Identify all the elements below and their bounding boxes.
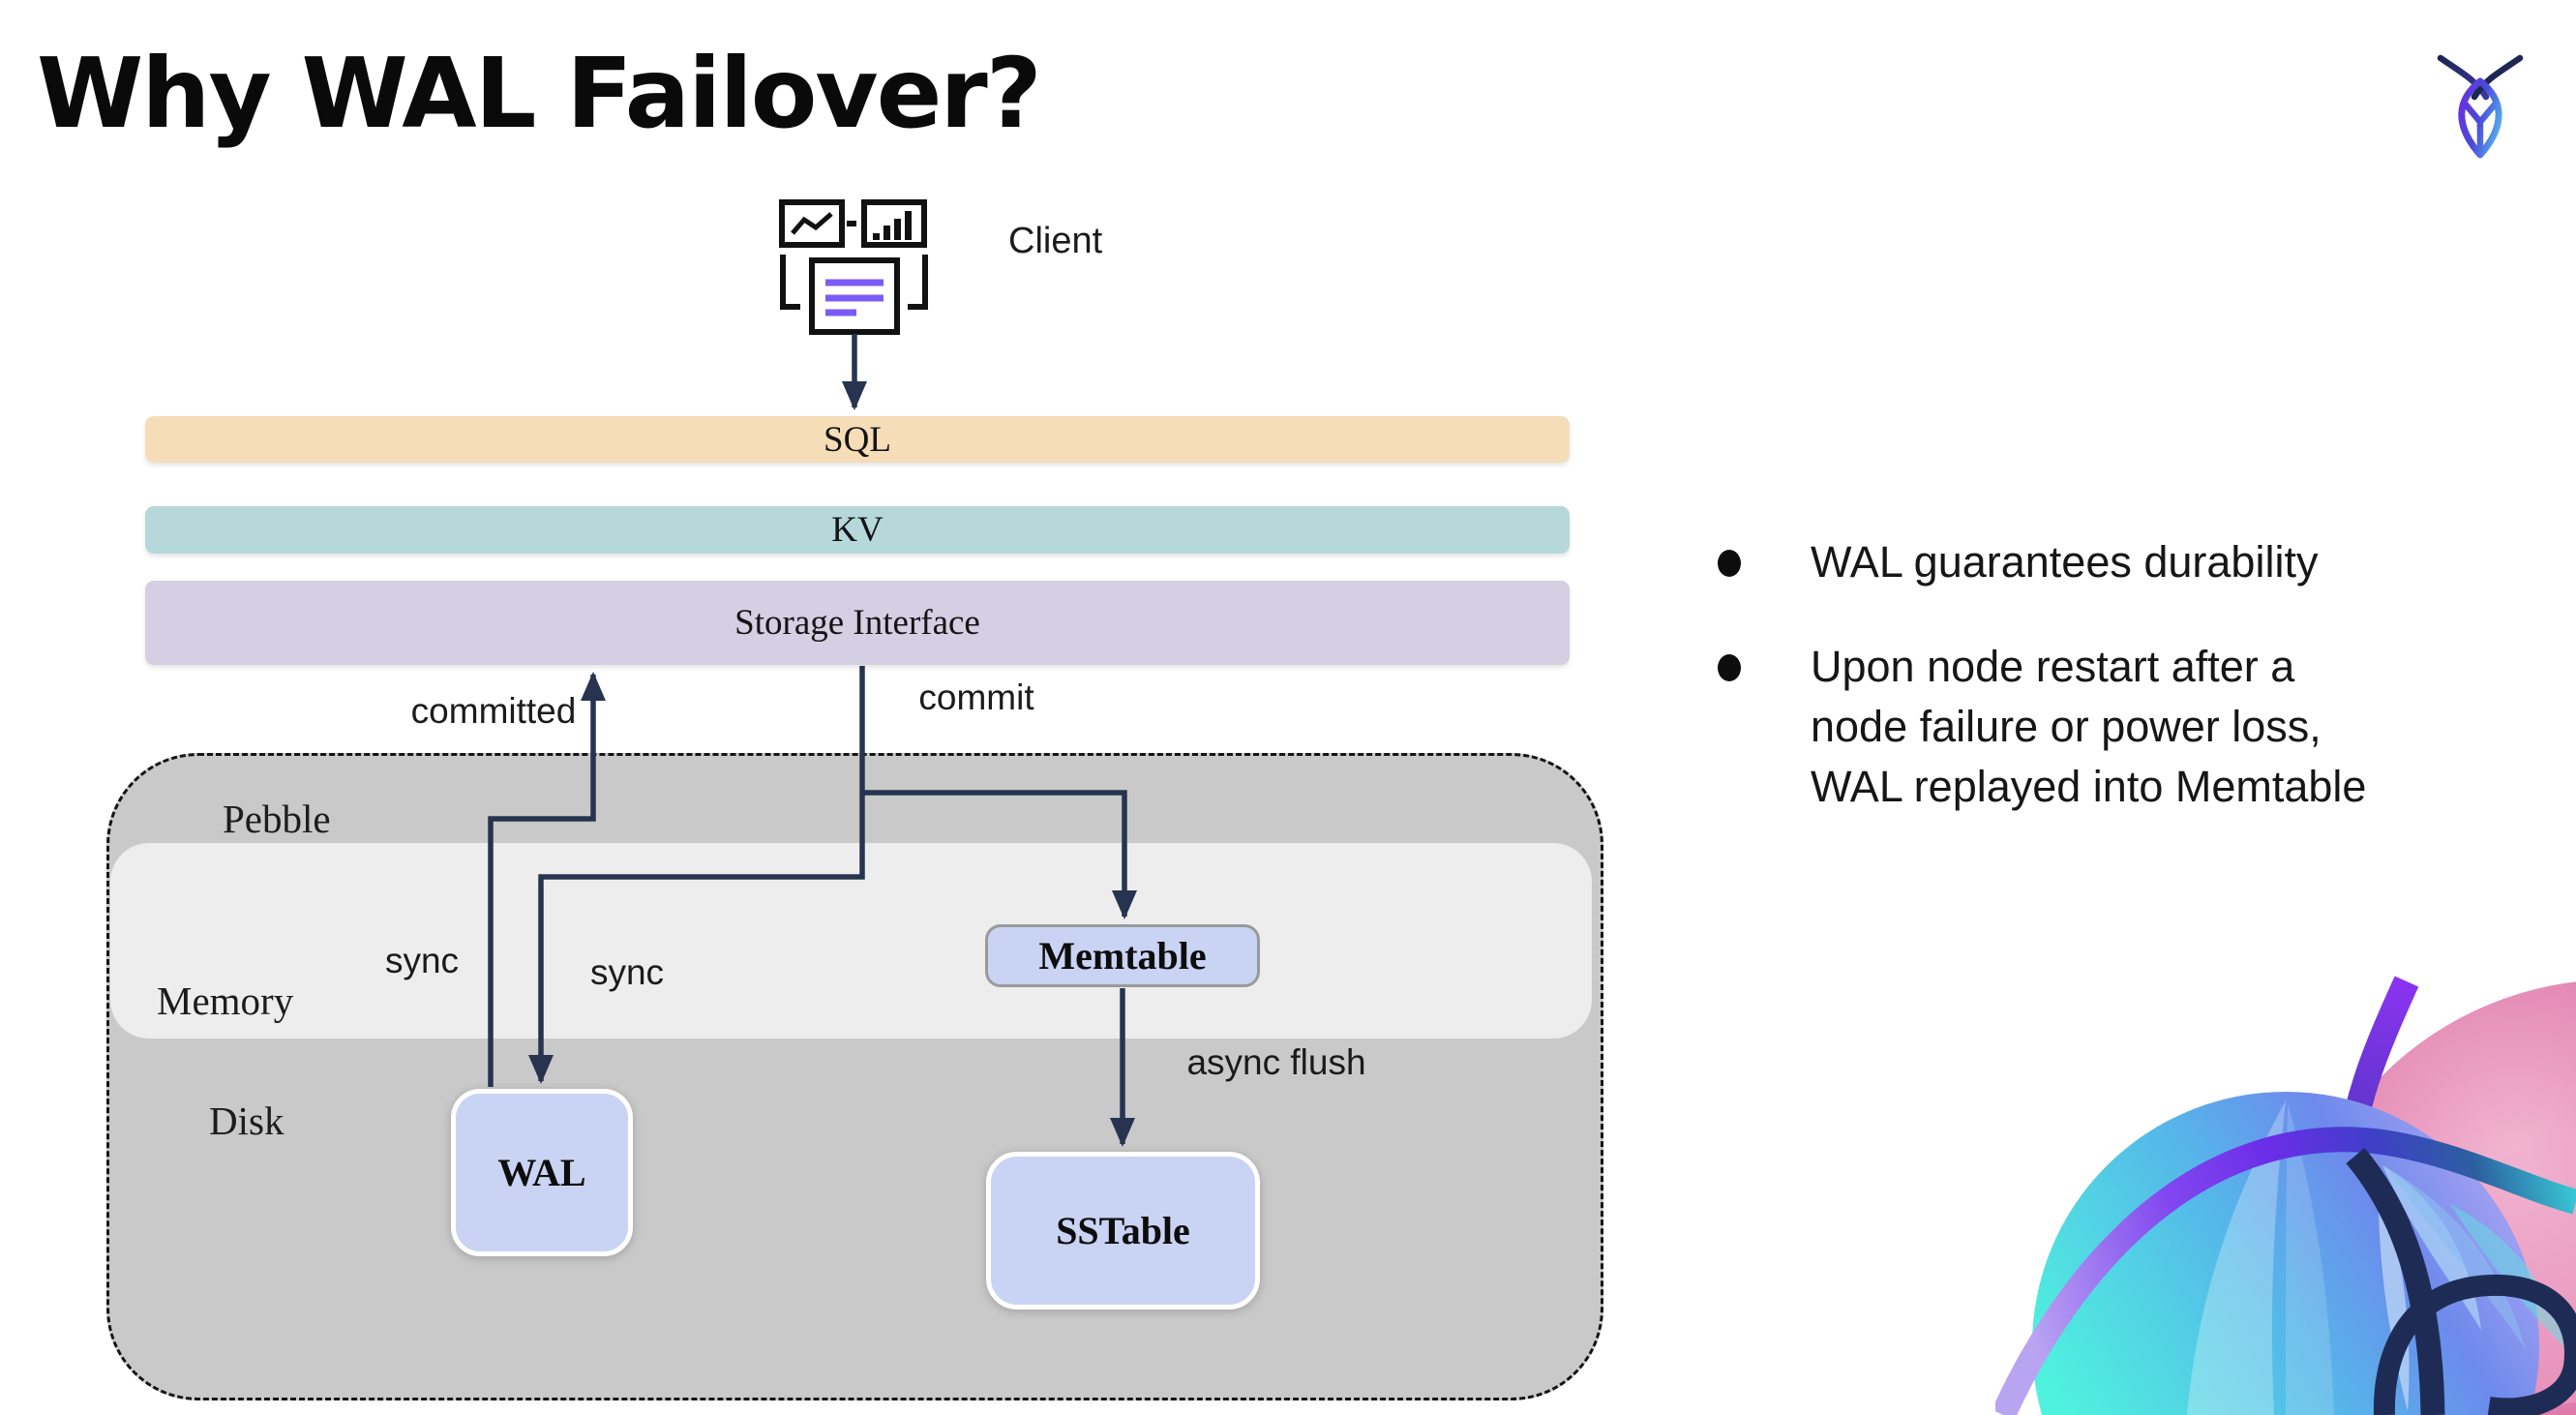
edge-label-committed: committed (410, 691, 577, 731)
node-memtable: Memtable (985, 924, 1260, 987)
edge-label-commit: commit (918, 677, 1034, 717)
layer-bar-storage-interface: Storage Interface (145, 581, 1570, 665)
memory-band (110, 843, 1592, 1039)
node-wal: WAL (451, 1089, 633, 1256)
disk-label: Disk (209, 1099, 285, 1143)
cockroachdb-logo-icon (2437, 54, 2524, 159)
node-sstable: SSTable (986, 1152, 1260, 1310)
node-memtable-label: Memtable (1038, 934, 1207, 978)
purple-ring-arc (1995, 1127, 2576, 1415)
bullet-item: WAL guarantees durability (1689, 532, 2540, 592)
memory-label: Memory (157, 978, 294, 1023)
corner-brand-art (1995, 976, 2576, 1415)
edge-label-async-flush: async flush (1186, 1042, 1366, 1082)
navy-curve-leg (2346, 1148, 2445, 1415)
edge-label-sync-left: sync (384, 941, 460, 980)
client-devices-icon (779, 199, 928, 335)
navy-loop (2373, 1274, 2576, 1415)
line-chart-icon (779, 199, 845, 248)
leaf-petal-2 (2388, 1169, 2526, 1349)
pebble-label: Pebble (223, 797, 331, 841)
layer-bar-sql: SQL (145, 416, 1570, 463)
teal-petal-highlight (2187, 1100, 2286, 1415)
teal-petal-highlight-2 (2286, 1103, 2334, 1415)
layer-bar-kv: KV (145, 506, 1570, 554)
bullet-list: WAL guarantees durability Upon node rest… (1689, 532, 2540, 861)
node-wal-label: WAL (497, 1151, 586, 1194)
node-sstable-label: SSTable (1056, 1209, 1190, 1252)
bullet-item: Upon node restart after a node failure o… (1689, 637, 2540, 817)
edge-label-sync-right: sync (589, 952, 665, 992)
client-label: Client (1008, 221, 1103, 261)
bar-chart-icon (861, 199, 927, 248)
page-title: Why WAL Failover? (37, 37, 1042, 150)
document-icon (780, 255, 928, 335)
